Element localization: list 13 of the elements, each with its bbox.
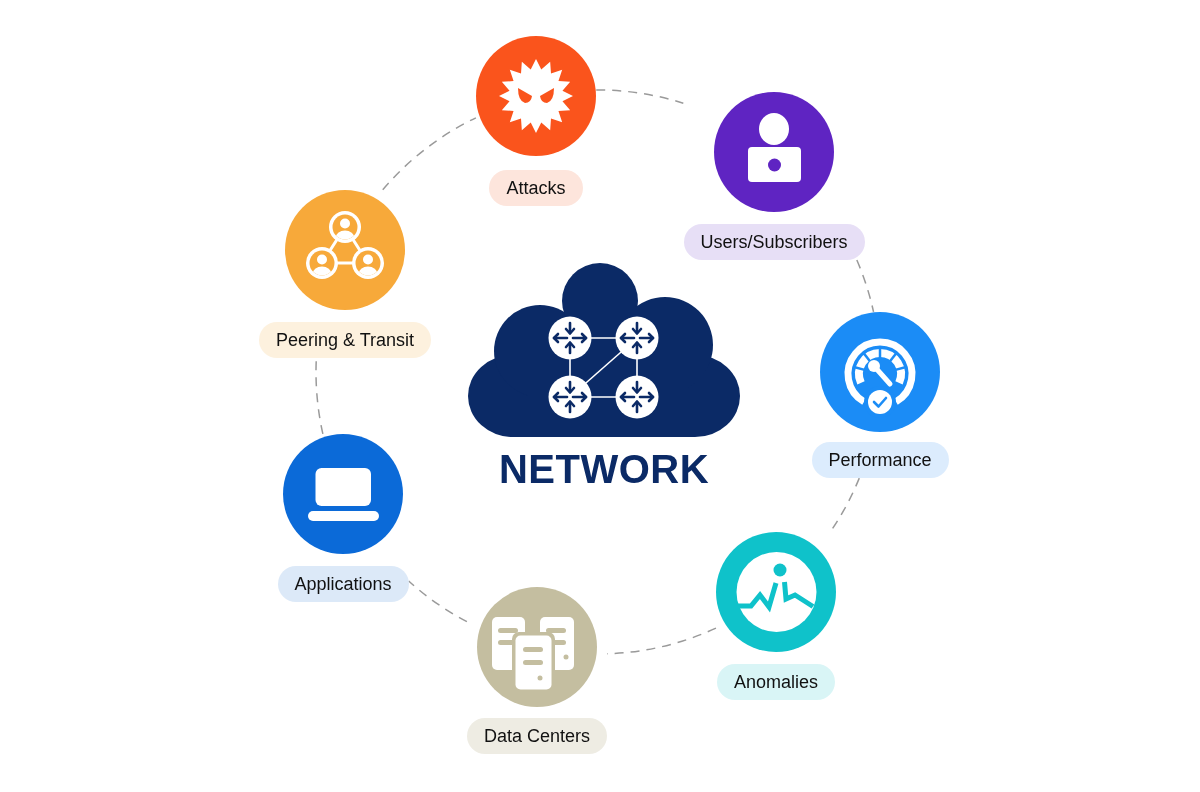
- dashed-connector: [856, 259, 875, 313]
- dashed-connector: [606, 627, 717, 655]
- network-label: NETWORK: [498, 449, 710, 489]
- topic-label: Performance: [811, 442, 949, 478]
- topic-label: Users/Subscribers: [683, 224, 865, 260]
- topic-label: Attacks: [489, 170, 583, 206]
- topic-label: Peering & Transit: [259, 322, 432, 358]
- dashed-connector: [595, 89, 685, 104]
- dashed-connector: [407, 580, 468, 623]
- topic-label: Anomalies: [716, 664, 835, 700]
- topic-label: Applications: [277, 566, 409, 602]
- topic-label: Data Centers: [467, 718, 608, 754]
- dashed-connector: [382, 117, 477, 191]
